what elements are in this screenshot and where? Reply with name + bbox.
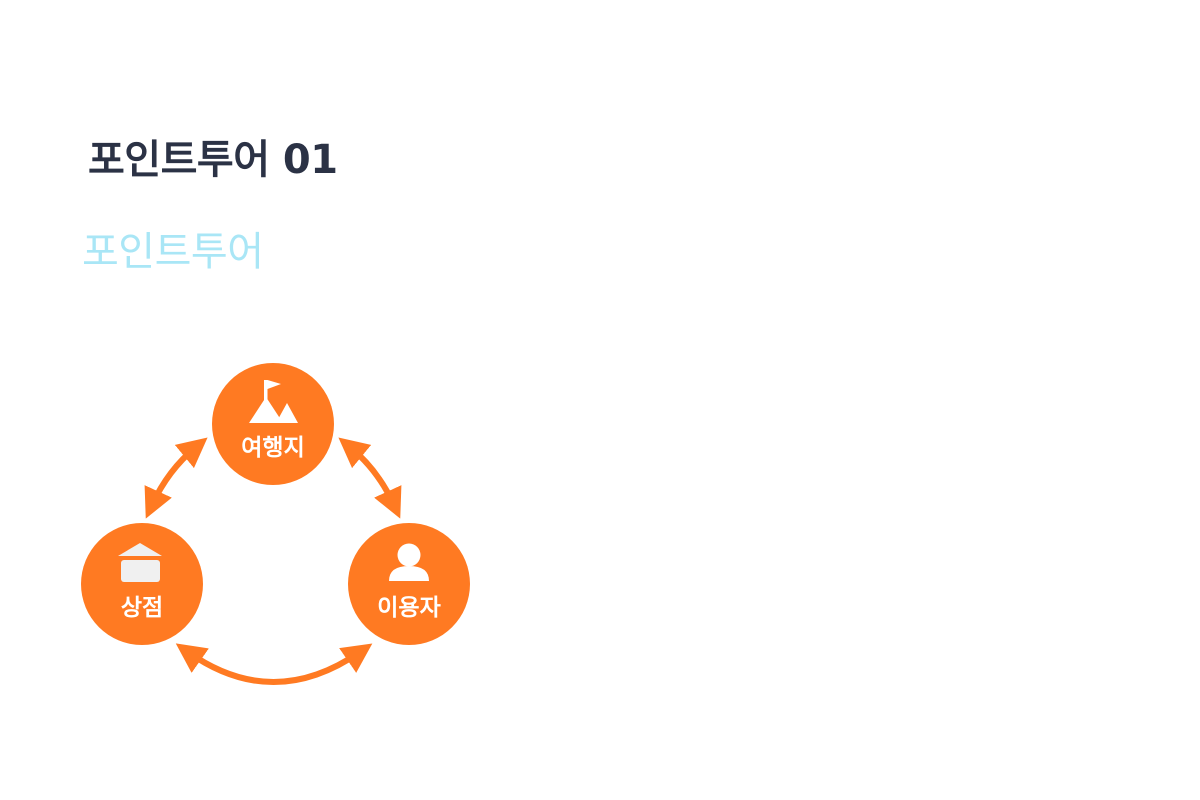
node-destination: 여행지 [212, 363, 334, 485]
page-title: 포인트투어 01 [88, 137, 338, 183]
person-icon [389, 543, 429, 581]
arrow-destination-user [338, 437, 402, 519]
store-icon [118, 543, 162, 582]
node-label-store: 상점 [121, 595, 163, 621]
relationship-cycle-diagram: 여행지 상점 이용자 [81, 363, 470, 685]
arrow-destination-store [144, 437, 208, 519]
page-subtitle: 포인트투어 [82, 229, 264, 275]
node-store: 상점 [81, 523, 203, 645]
node-label-user: 이용자 [377, 595, 440, 621]
node-label-destination: 여행지 [241, 435, 304, 461]
node-user: 이용자 [348, 523, 470, 645]
arrow-store-user [175, 643, 373, 685]
mountain-flag-icon [249, 380, 298, 423]
